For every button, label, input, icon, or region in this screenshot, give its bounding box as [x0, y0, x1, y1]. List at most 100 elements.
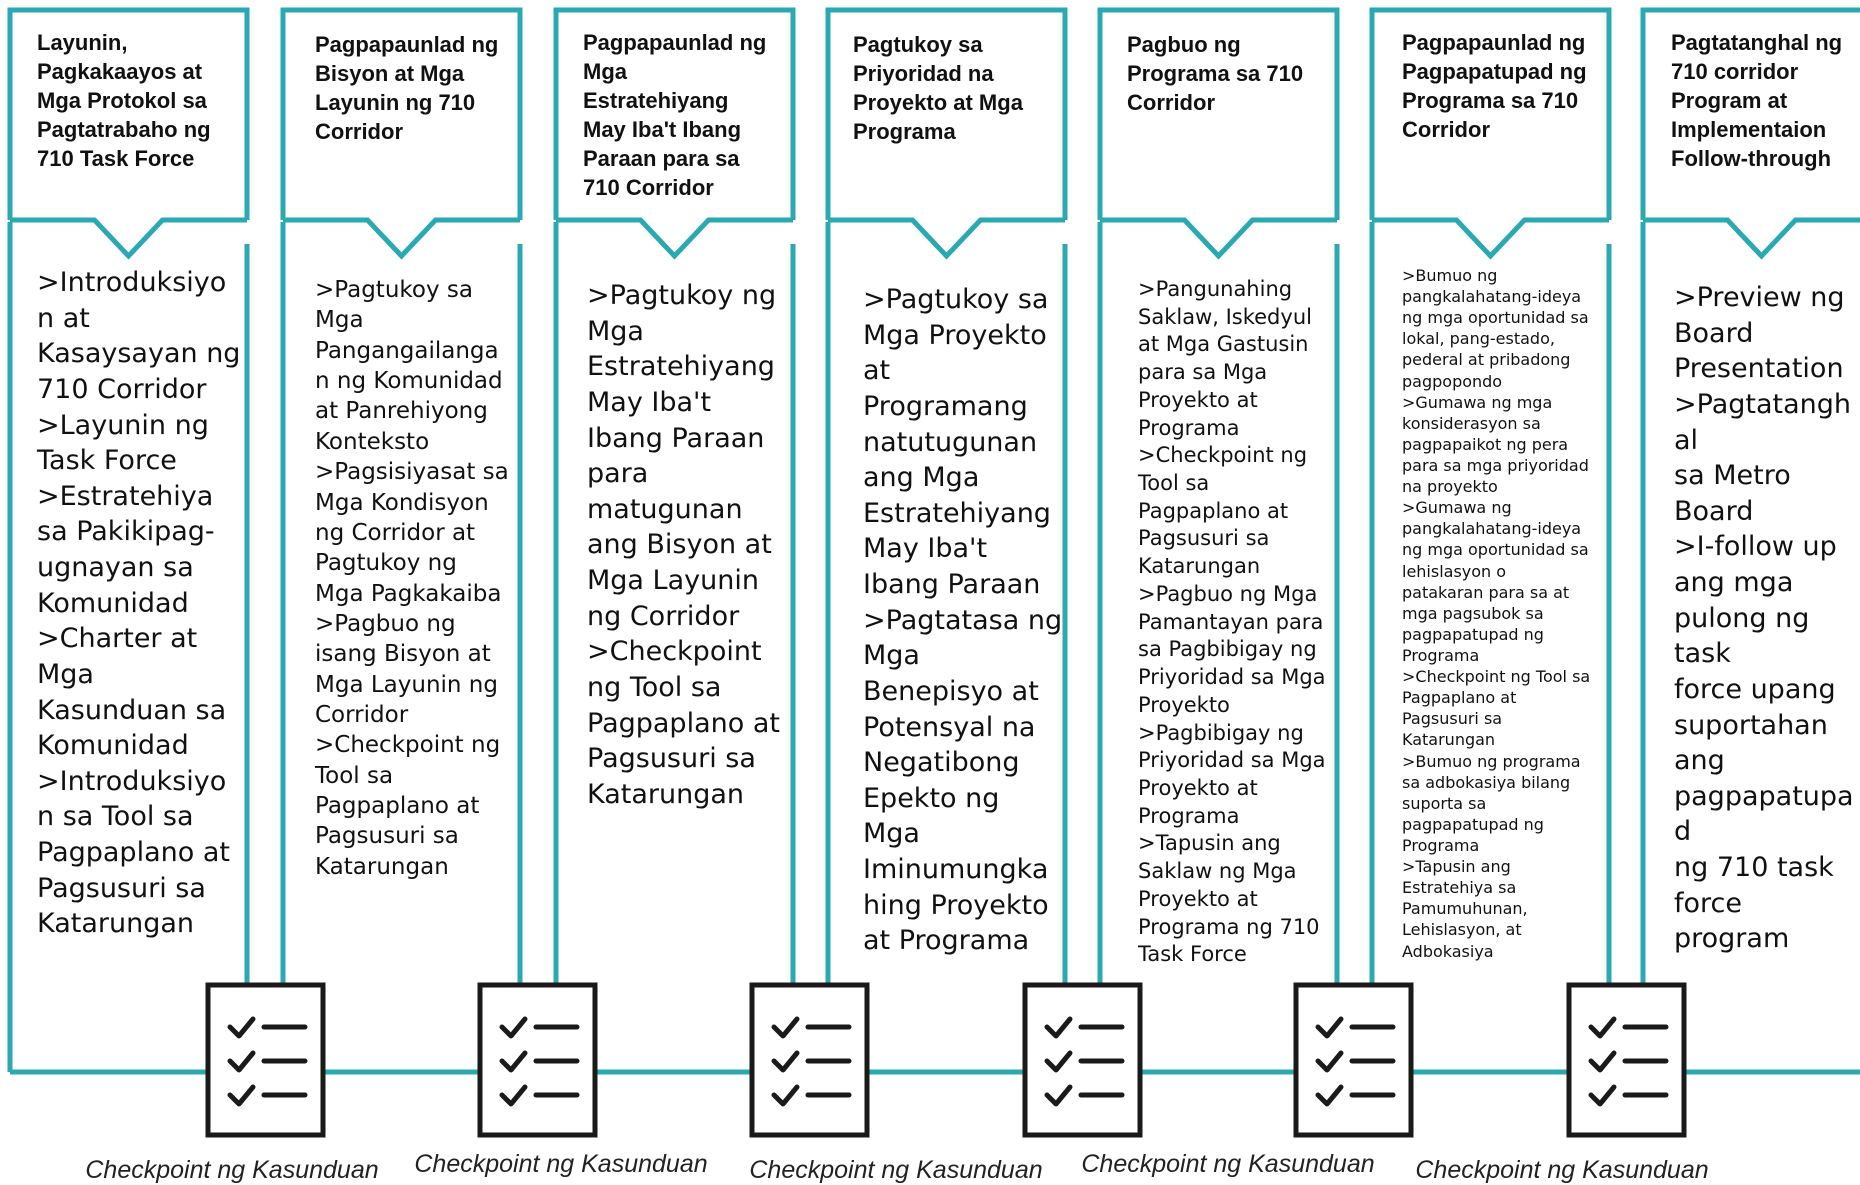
stage-step-line: Iminumungka — [863, 854, 1049, 885]
stage-step-line: Pagpaplano at — [1138, 498, 1289, 523]
stage-step-line: >Pagtukoy sa — [863, 284, 1049, 315]
stage-step-line: pagpopondo — [1402, 371, 1503, 391]
stage-step-line: at Programa — [863, 925, 1030, 957]
stage-step-line: ng mga oportunidad sa — [1402, 540, 1589, 560]
stage-step-line: Mga — [863, 640, 920, 672]
stage-step-line: Pamumuhunan, — [1402, 899, 1528, 919]
stage-step-line: >Checkpoint — [587, 636, 762, 668]
stage-step-line: Tool sa — [1138, 471, 1210, 496]
stage-step-line: pulong ng task — [1674, 602, 1810, 670]
stage-title-line: Programa — [853, 119, 956, 144]
stage-title-line: Implementaion — [1671, 117, 1827, 142]
stage-title-line: Pagtatrabaho ng — [37, 117, 211, 142]
check-mark-icon — [1315, 1016, 1344, 1039]
stage-title-line: Pagtukoy sa — [853, 32, 983, 57]
check-mark-icon — [1044, 1016, 1073, 1039]
stage-step-line: Pagpaplano at — [315, 793, 480, 820]
header-notch — [1100, 217, 1337, 260]
stage-title-line: Estratehiyang — [583, 88, 729, 113]
stage-title-line: Layunin, — [37, 30, 128, 55]
stage-title-line: Layunin ng 710 — [315, 90, 476, 115]
stage-step-line: n sa Tool sa — [37, 801, 194, 833]
check-mark-icon — [1044, 1050, 1073, 1073]
checkpoint-caption: Checkpoint ng Kasunduan — [1081, 1150, 1375, 1178]
stage-step-line: sa Metro — [1674, 460, 1791, 492]
check-mark-icon — [1588, 1050, 1617, 1073]
stage-step-line: sa Pakikipag- — [37, 516, 215, 548]
stage-step-line: ng Tool sa — [587, 671, 722, 703]
stage-step-line: Tool sa — [315, 762, 394, 789]
stage-step-line: Estratehiyang — [863, 497, 1051, 529]
stage-step-line: >Checkpoint ng — [1138, 443, 1308, 468]
stage-step-line: Pagpaplano at — [37, 837, 230, 868]
stage-step-line: Pagtukoy ng — [315, 550, 457, 577]
stage-step-line: suportahan — [1674, 709, 1828, 741]
stage-step-line: >Preview ng — [1674, 282, 1845, 313]
stage-step-line: Katarungan — [315, 853, 449, 880]
stage-title-line: Corridor — [1127, 90, 1215, 115]
stage-step-line: Mga Pagkakaiba — [315, 580, 502, 607]
stage-step-line: lokal, pang-estado, — [1402, 329, 1555, 349]
stage-step-line: Negatibong — [863, 747, 1020, 779]
stage-step-line: >Bumuo ng programa — [1402, 751, 1581, 771]
header-notch — [828, 217, 1065, 260]
stage-step-line: ang — [1674, 745, 1725, 777]
stage-step-line: >Pagtatasa ng — [863, 604, 1063, 636]
check-mark-icon — [499, 1084, 528, 1107]
stage-step-line: Saklaw, Iskedyul — [1138, 304, 1312, 329]
stage-step-line: Konteksto — [315, 428, 430, 455]
check-mark-icon — [227, 1016, 256, 1039]
stage-step-line: Pangangailanga — [315, 337, 499, 364]
checkpoint-caption: Checkpoint ng Kasunduan — [85, 1156, 379, 1184]
header-notch — [10, 217, 247, 260]
header-notch — [283, 217, 520, 260]
stage-step-line: Pagsusuri sa — [315, 823, 459, 850]
stage-title-line: Paraan para sa — [583, 146, 740, 171]
stage-step-line: Priyoridad sa Mga — [1138, 665, 1326, 690]
stage-title-line: Programa sa 710 — [1127, 61, 1304, 86]
stage-title-line: Pagpapaunlad ng — [1402, 30, 1586, 55]
stage-step-line: Lehislasyon, at — [1402, 920, 1522, 940]
header-frame — [7, 7, 250, 220]
header-frame — [825, 7, 1068, 220]
stage-step-line: Potensyal na — [863, 711, 1036, 743]
stage-title-line: Mga Protokol sa — [37, 88, 207, 113]
stage-step-line: Pagpaplano at — [1402, 688, 1517, 708]
stage-step-line: suporta sa — [1402, 793, 1487, 813]
stage-step-line: isang Bisyon at — [315, 641, 491, 668]
stage-title-line: Corridor — [315, 119, 403, 144]
checklist-icon — [1566, 982, 1687, 1138]
stage-step-line: pederal at pribadong — [1402, 350, 1571, 370]
check-mark-icon — [771, 1050, 800, 1073]
stage-step-line: Proyekto at — [1138, 387, 1258, 412]
stage-step-line: Board — [1674, 495, 1754, 527]
header-frame — [1369, 7, 1612, 220]
stage-step-line: >Checkpoint ng — [315, 732, 501, 759]
header-frame — [1097, 7, 1340, 220]
stage-step-line: May Iba't — [587, 386, 712, 418]
stage-step-line: ang Bisyon at — [587, 529, 772, 561]
stage-step-line: Ibang Paraan — [863, 569, 1041, 600]
stage-step-line: para sa Mga — [1138, 360, 1268, 385]
stage-step-line: >Checkpoint ng Tool sa — [1402, 667, 1591, 687]
stage-step-line: Epekto ng — [863, 782, 1000, 814]
stage-step-line: Mga Kondisyon — [315, 489, 489, 516]
stage-step-line: Proyekto — [1138, 692, 1230, 717]
checkpoint-caption: Checkpoint ng Kasunduan — [749, 1156, 1043, 1184]
header-frame — [1640, 7, 1860, 220]
stage-step-line: Mga Layunin — [587, 565, 759, 596]
stage-title-line: Proyekto at Mga — [853, 90, 1023, 115]
stage-step-line: >Introduksiyo — [37, 267, 227, 298]
stage-step-line: Kasaysayan ng — [37, 338, 241, 370]
stage-step-line: force program — [1674, 887, 1790, 955]
stage-step-line: Komunidad — [37, 587, 189, 619]
stage-title-line: Pagbuo ng — [1127, 32, 1241, 57]
